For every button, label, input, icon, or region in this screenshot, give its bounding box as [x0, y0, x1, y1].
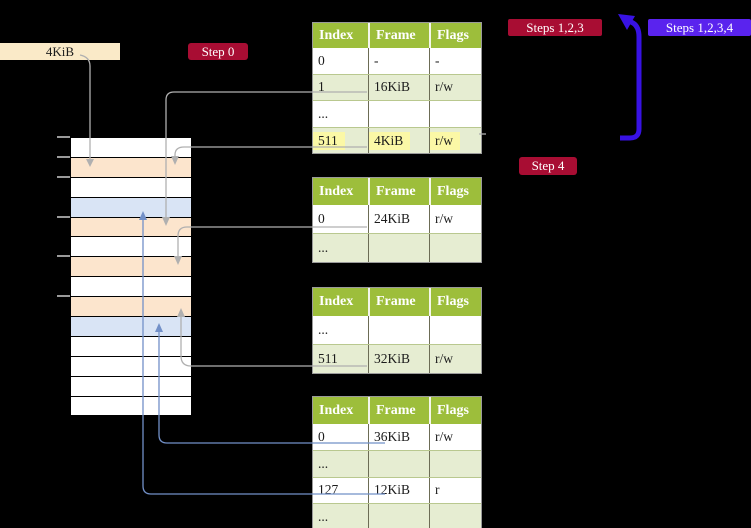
page-table-level-4-cell-2-1 — [368, 101, 429, 127]
address-tick-4 — [57, 255, 70, 257]
page-table-level-3-cell-0-1: 24KiB — [368, 205, 429, 233]
page-table-level-1-cell-1-2 — [429, 450, 481, 477]
page-table-level-1-cell-2-2: r — [429, 477, 481, 504]
page-table-level-3-cell-1-0: ... — [318, 240, 329, 255]
physical-memory-column — [70, 137, 192, 417]
page-table-level-1-cell-3-0: ... — [318, 509, 329, 525]
badge-steps-1-2-3: Steps 1,2,3 — [508, 19, 602, 36]
memory-frame-row-12-plain — [71, 376, 191, 397]
memory-frame-row-11-plain — [71, 356, 191, 377]
page-table-level-3-header-index: Index — [319, 183, 354, 199]
highlighted-value: 511 — [313, 131, 345, 150]
page-table-level-4-header-flags: Flags — [429, 23, 481, 48]
page-table-level-4-row-511: 511 4KiB r/w — [313, 126, 481, 154]
page-table-level-2-header-frame: Frame — [368, 288, 429, 316]
badge-step-0: Step 0 — [188, 43, 248, 60]
address-tick-5 — [57, 295, 70, 297]
page-table-level-1-cell-3-2 — [429, 504, 481, 528]
page-table-level-4-cell-3-2: r/w — [429, 127, 481, 154]
page-table-level-4-cell-3-0: 511 — [313, 128, 368, 154]
badge-steps-1-2-3-4: Steps 1,2,3,4 — [648, 19, 751, 36]
page-table-level-1-cell-3-1 — [368, 504, 429, 528]
memory-frame-row-1-table-frame — [71, 157, 191, 178]
memory-frame-row-10-plain — [71, 336, 191, 357]
address-tick-3 — [57, 216, 70, 218]
highlighted-value: 4KiB — [369, 131, 411, 150]
page-table-level-4-header-frame: Frame — [368, 23, 429, 48]
page-table-level-1-cell-1-1 — [368, 450, 429, 477]
connector-loop-steps — [620, 19, 642, 141]
page-table-level-1-cell-2-0: 127 — [318, 482, 339, 498]
page-table-level-4-cell-0-1: - — [368, 48, 429, 74]
page-table-level-4-cell-0-0: 0 — [318, 52, 325, 68]
page-table-level-4-cell-1-0: 1 — [318, 79, 325, 95]
page-table-level-1-header-index: Index — [319, 402, 354, 418]
page-table-level-2-cell-0-2 — [429, 316, 481, 344]
page-table-level-4-cell-2-0: ... — [318, 105, 329, 121]
address-tick-2 — [57, 176, 70, 178]
page-table-level-1-cell-0-1: 36KiB — [368, 424, 429, 450]
page-table-level-3-cell-0-0: 0 — [318, 211, 325, 226]
page-table-level-2-cell-1-0: 511 — [318, 351, 338, 366]
page-table-level-4-row-...: ... — [313, 100, 481, 127]
memory-frame-row-6-table-frame — [71, 257, 191, 278]
page-table-level-3-cell-1-1 — [368, 234, 429, 262]
page-table-level-1-row-...: ... — [313, 449, 481, 477]
page-table-level-4-cell-3-1: 4KiB — [368, 127, 429, 154]
highlighted-value: r/w — [430, 131, 460, 150]
page-table-level-1-header-flags: Flags — [429, 397, 481, 424]
memory-frame-row-5-plain — [71, 237, 191, 258]
page-table-level-2-cell-1-2: r/w — [429, 345, 481, 373]
page-table-level-4-cell-1-1: 16KiB — [368, 74, 429, 101]
page-table-level-3-row-...: ... — [313, 233, 481, 262]
page-table-level-3-header-flags: Flags — [429, 178, 481, 205]
page-table-level-1-cell-0-0: 0 — [318, 428, 325, 444]
page-table-level-2-header-index: Index — [319, 294, 354, 309]
page-table-level-2-header-flags: Flags — [429, 288, 481, 316]
page-table-level-2-cell-0-0: ... — [318, 322, 329, 337]
memory-frame-row-0-plain — [71, 138, 191, 158]
page-size-label: 4KiB — [0, 43, 120, 60]
memory-frame-row-7-plain — [71, 277, 191, 298]
page-table-level-1-cell-1-0: ... — [318, 455, 329, 471]
memory-frame-row-9-page-frame — [71, 317, 191, 337]
page-table-level-3-cell-0-2: r/w — [429, 205, 481, 233]
page-table-level-4-cell-0-2: - — [429, 48, 481, 74]
page-table-level-4-row-0: 0 -- — [313, 48, 481, 74]
page-table-level-2-cell-1-1: 32KiB — [368, 345, 429, 373]
address-tick-0 — [57, 136, 70, 138]
page-table-level-2-row-...: ... — [313, 316, 481, 344]
badge-step-4: Step 4 — [519, 157, 577, 175]
page-table-level-4-header-index: Index — [319, 27, 354, 43]
memory-frame-row-3-page-frame — [71, 197, 191, 218]
page-table-level-4-cell-1-2: r/w — [429, 74, 481, 101]
page-table-level-4-cell-2-2 — [429, 101, 481, 127]
memory-frame-row-8-table-frame — [71, 297, 191, 318]
page-table-level-1-row-...: ... — [313, 503, 481, 528]
memory-frame-row-2-plain — [71, 177, 191, 198]
page-table-level-3-cell-1-2 — [429, 234, 481, 262]
memory-frame-row-4-table-frame — [71, 217, 191, 238]
page-table-level-1-header-frame: Frame — [368, 397, 429, 424]
page-table-level-2-cell-0-1 — [368, 316, 429, 344]
page-table-level-1-cell-0-2: r/w — [429, 424, 481, 450]
page-table-level-1-cell-2-1: 12KiB — [368, 477, 429, 504]
page-table-level-3-header-frame: Frame — [368, 178, 429, 205]
arrowhead-loop-steps — [618, 14, 635, 30]
memory-frame-row-13-plain — [71, 396, 191, 416]
address-tick-1 — [57, 156, 70, 158]
